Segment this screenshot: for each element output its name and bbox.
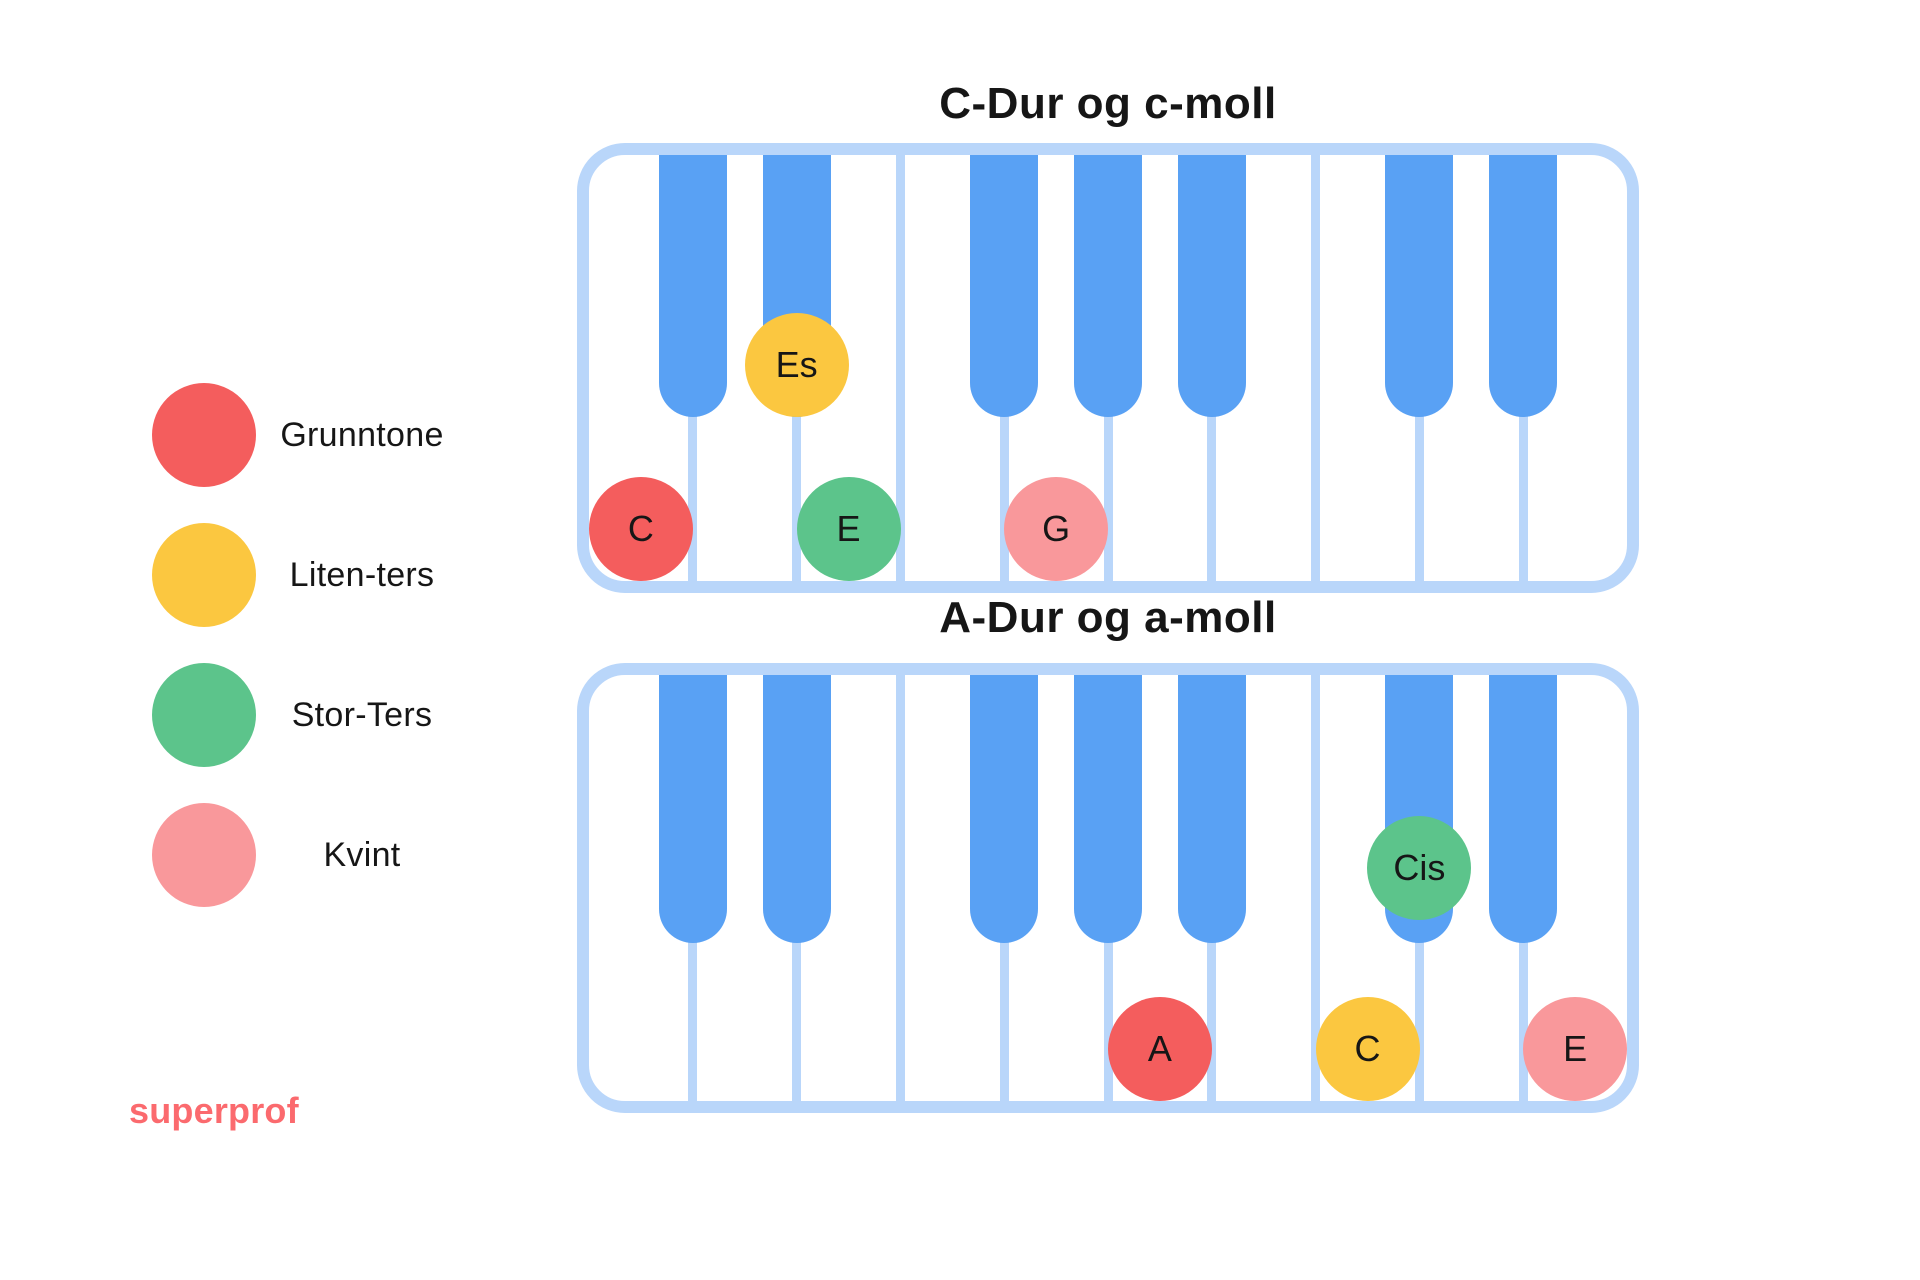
note-marker-Cis: Cis (1367, 816, 1472, 920)
key-divider (895, 675, 905, 1101)
black-key[interactable] (658, 675, 727, 943)
keyboard-title-a-dur: A-Dur og a-moll (939, 593, 1277, 642)
legend-item-grunntone: Grunntone (152, 383, 468, 487)
black-key[interactable] (1385, 155, 1454, 417)
liten-ters-color-dot (152, 523, 256, 627)
legend-item-kvint: Kvint (152, 803, 468, 907)
keyboard-title-c-dur: C-Dur og c-moll (939, 79, 1277, 128)
black-key[interactable] (970, 155, 1039, 417)
note-marker-C: C (588, 477, 693, 581)
black-key[interactable] (658, 155, 727, 417)
legend-label: Liten-ters (289, 555, 435, 594)
key-divider (1311, 155, 1321, 581)
note-marker-Es: Es (744, 313, 849, 417)
key-divider (1311, 675, 1321, 1101)
black-key[interactable] (762, 675, 831, 943)
key-divider (895, 155, 905, 581)
stor-ters-color-dot (152, 663, 256, 767)
legend-item-stor-ters: Stor-Ters (152, 663, 468, 767)
black-key[interactable] (1074, 675, 1142, 943)
superprof-logo: superprof (129, 1090, 299, 1131)
note-marker-C: C (1315, 997, 1420, 1101)
legend-label: Grunntone (280, 415, 444, 454)
black-key[interactable] (1074, 155, 1142, 417)
note-marker-A: A (1107, 997, 1212, 1101)
note-marker-G: G (1004, 477, 1109, 581)
legend-item-liten-ters: Liten-ters (152, 523, 468, 627)
legend-label: Kvint (323, 835, 401, 874)
legend: Grunntone Liten-ters Stor-Ters Kvint (152, 383, 468, 943)
note-marker-E: E (796, 477, 901, 581)
black-key[interactable] (1177, 155, 1246, 417)
black-key[interactable] (970, 675, 1039, 943)
legend-label: Stor-Ters (291, 695, 433, 734)
black-key[interactable] (1489, 675, 1558, 943)
black-key[interactable] (1489, 155, 1558, 417)
black-key[interactable] (1177, 675, 1246, 943)
kvint-color-dot (152, 803, 256, 907)
grunntone-color-dot (152, 383, 256, 487)
note-marker-E: E (1523, 997, 1628, 1101)
